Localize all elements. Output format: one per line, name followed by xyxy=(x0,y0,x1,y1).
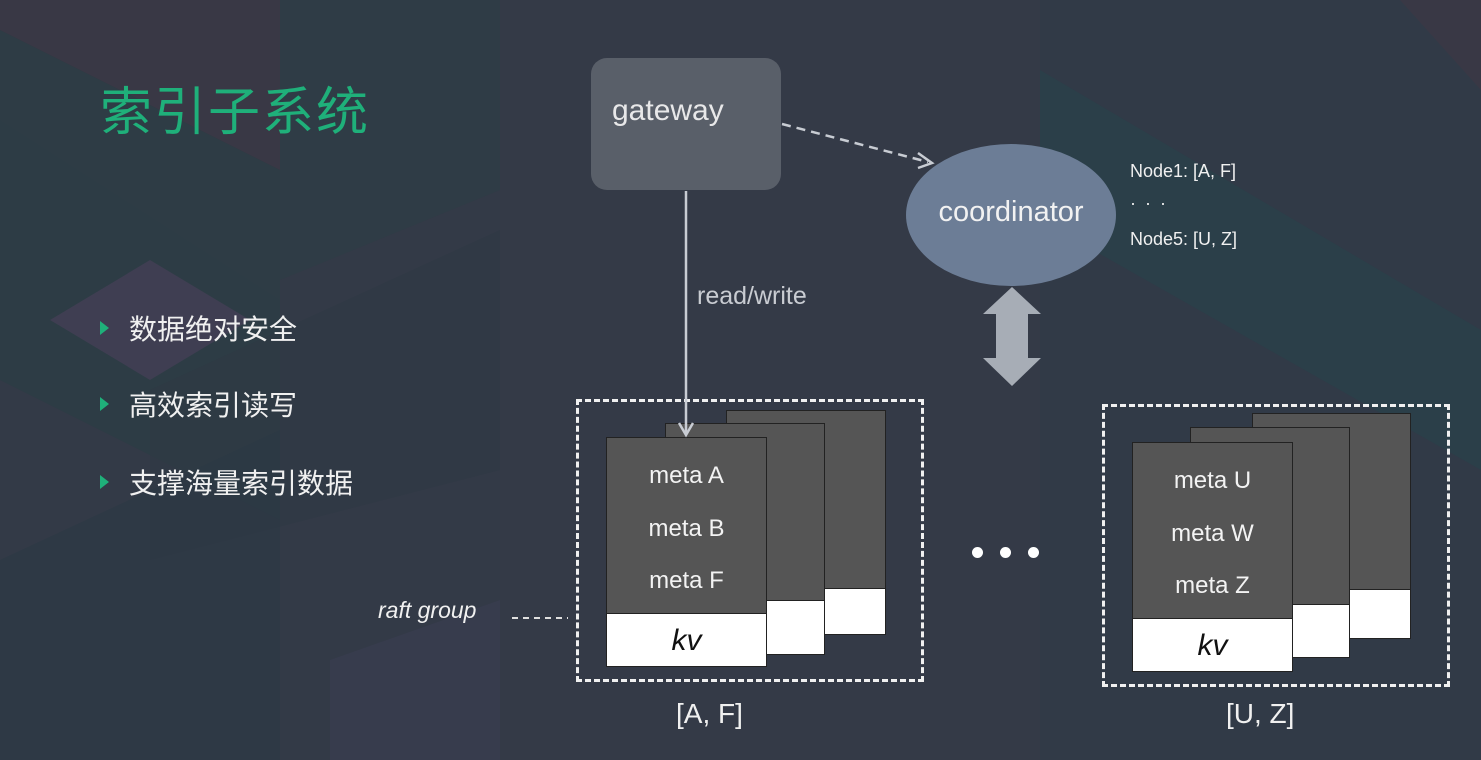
gateway-node: gateway xyxy=(591,58,781,190)
raft-group-box xyxy=(1102,404,1450,687)
bullet-item: 高效索引读写 xyxy=(100,384,297,424)
raft-group-box xyxy=(576,399,924,682)
raft-group-label: raft group xyxy=(378,597,477,623)
bullet-text: 支撑海量索引数据 xyxy=(129,467,354,500)
coordinator-node: coordinator xyxy=(906,144,1116,286)
node-map-last: Node5: [U, Z] xyxy=(1130,229,1238,249)
node-map-first: Node1: [A, F] xyxy=(1130,161,1237,181)
kv-block xyxy=(607,613,766,666)
coordinator-label: coordinator xyxy=(938,196,1084,228)
bullet-item: 数据绝对安全 xyxy=(100,308,297,348)
meta-item: meta F xyxy=(649,567,724,594)
meta-item: meta W xyxy=(1171,520,1254,547)
meta-item: meta A xyxy=(649,462,724,489)
bullet-triangle-icon xyxy=(100,475,109,489)
slide-title: 索引子系统 xyxy=(100,83,371,143)
bullet-triangle-icon xyxy=(100,321,109,335)
bullet-item: 支撑海量索引数据 xyxy=(100,462,353,502)
bullet-triangle-icon xyxy=(100,397,109,411)
kv-block xyxy=(1133,618,1292,671)
meta-item: meta U xyxy=(1173,467,1252,494)
replica-card-front: meta U meta W meta Z kv xyxy=(1132,442,1293,672)
gateway-label: gateway xyxy=(612,94,724,127)
meta-item: meta B xyxy=(648,515,725,542)
bullet-text: 高效索引读写 xyxy=(129,389,298,422)
meta-item: meta Z xyxy=(1175,572,1250,599)
kv-label: kv xyxy=(671,624,702,657)
replica-card-front: meta A meta B meta F kv xyxy=(606,437,767,667)
range-label: [A, F] xyxy=(676,698,743,729)
kv-label: kv xyxy=(1197,629,1228,662)
range-label: [U, Z] xyxy=(1226,698,1295,729)
bullet-text: 数据绝对安全 xyxy=(129,313,298,346)
node-map-ellipsis: · · · xyxy=(1130,193,1168,213)
more-groups-ellipsis xyxy=(972,545,1056,563)
read-write-label: read/write xyxy=(697,282,807,310)
